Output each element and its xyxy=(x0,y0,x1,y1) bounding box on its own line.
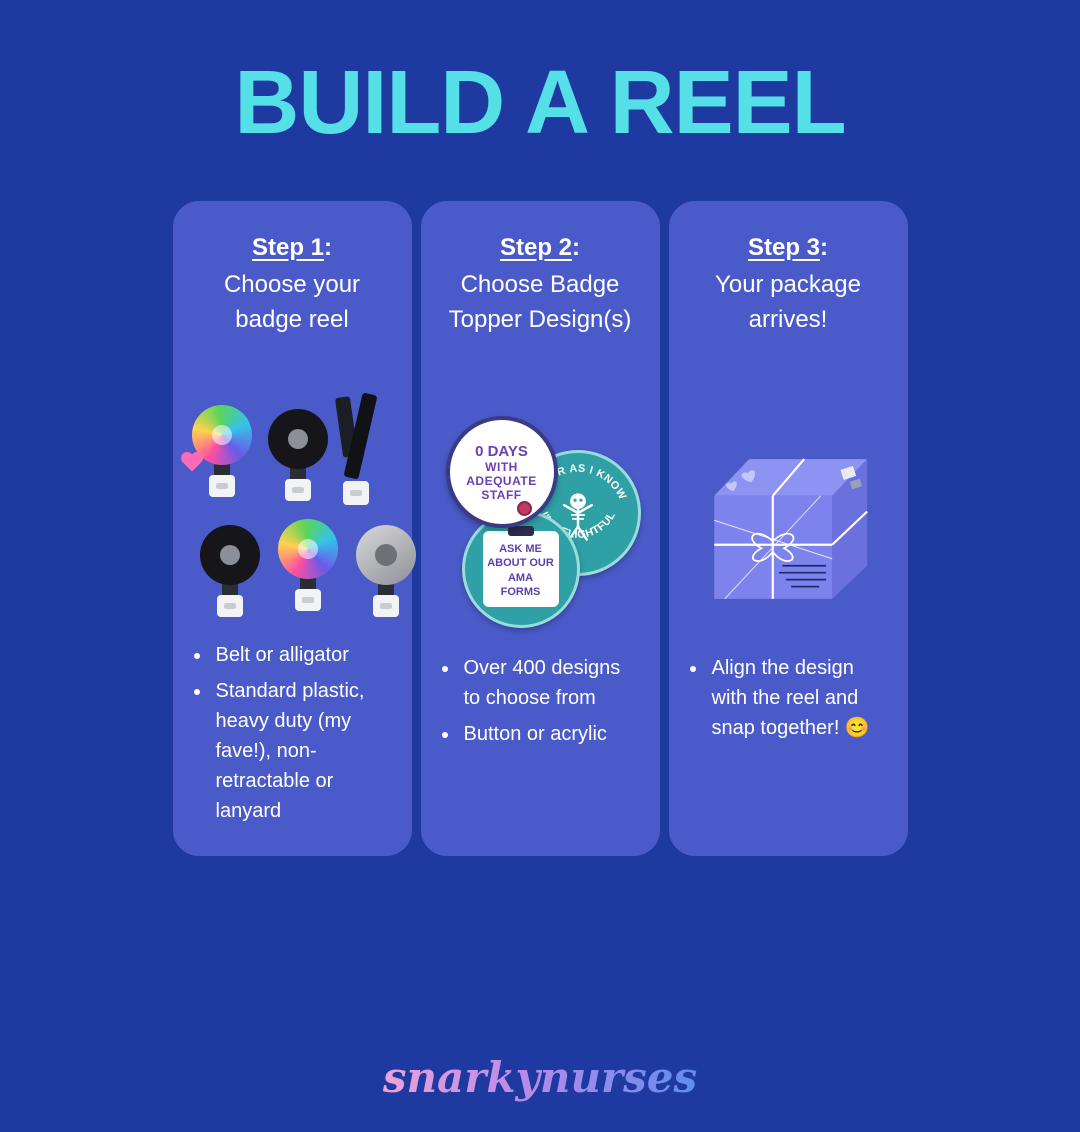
step-2-colon: : xyxy=(572,234,581,261)
bullet: Belt or alligator xyxy=(212,640,393,670)
package-icon xyxy=(713,458,868,600)
step-3-illustration xyxy=(688,391,889,653)
footer: snarkynurses xyxy=(0,1053,1080,1102)
black-reel-icon xyxy=(267,409,328,502)
staff-badge-icon: 0 DAYS WITH ADEQUATE STAFF xyxy=(445,416,558,528)
badge-reels-icon xyxy=(183,392,416,633)
berry-character-icon xyxy=(516,501,532,516)
step-1-label: Step 1 xyxy=(251,234,325,261)
clipboard-icon: ASK ME ABOUT OUR AMA FORMS xyxy=(482,530,559,608)
step-1-bullets: Belt or alligator Standard plastic, heav… xyxy=(192,640,393,832)
bullet: Standard plastic, heavy duty (my fave!),… xyxy=(212,676,393,826)
lanyard-icon xyxy=(315,392,389,511)
step-1-heading: Choose your badge reel xyxy=(223,270,361,333)
step-1-header: Step 1: Choose your badge reel xyxy=(192,231,393,386)
step-2-header: Step 2: Choose Badge Topper Design(s) xyxy=(440,231,641,391)
rainbow-reel-2-icon xyxy=(277,519,338,612)
step-3-label: Step 3 xyxy=(747,234,821,261)
page-title: BUILD A REEL xyxy=(234,53,846,153)
heart-charm-icon xyxy=(183,454,200,472)
bullet: Button or acrylic xyxy=(460,719,641,749)
ama-badge-icon: ASK ME ABOUT OUR AMA FORMS xyxy=(461,510,580,628)
silver-reel-icon xyxy=(355,525,416,618)
rainbow-reel-icon xyxy=(183,405,252,498)
step-1-colon: : xyxy=(324,234,333,261)
black-reel-2-icon xyxy=(199,525,260,618)
bullet: Align the design with the reel and snap … xyxy=(708,653,889,743)
step-3-bullets: Align the design with the reel and snap … xyxy=(688,653,889,749)
step-3-colon: : xyxy=(820,234,829,261)
step-3-header: Step 3: Your package arrives! xyxy=(688,231,889,391)
step-2-bullets: Over 400 designs to choose from Button o… xyxy=(440,653,641,755)
badge-toppers-icon: 0 DAYS WITH ADEQUATE STAFF AS FAR AS I K… xyxy=(440,416,641,628)
brand-wordmark: snarkynurses xyxy=(382,1053,698,1102)
step-1-card: Step 1: Choose your badge reel xyxy=(172,201,416,856)
step-2-card: Step 2: Choose Badge Topper Design(s) 0 … xyxy=(420,201,660,856)
step-1-illustration xyxy=(183,386,416,640)
step-2-label: Step 2 xyxy=(499,234,573,261)
step-3-heading: Your package arrives! xyxy=(715,270,861,333)
step-3-card: Step 3: Your package arrives! xyxy=(668,201,908,856)
steps-container: Step 1: Choose your badge reel xyxy=(0,201,1080,856)
bullet: Over 400 designs to choose from xyxy=(460,653,641,713)
step-2-illustration: 0 DAYS WITH ADEQUATE STAFF AS FAR AS I K… xyxy=(440,391,641,653)
step-2-heading: Choose Badge Topper Design(s) xyxy=(448,270,632,333)
